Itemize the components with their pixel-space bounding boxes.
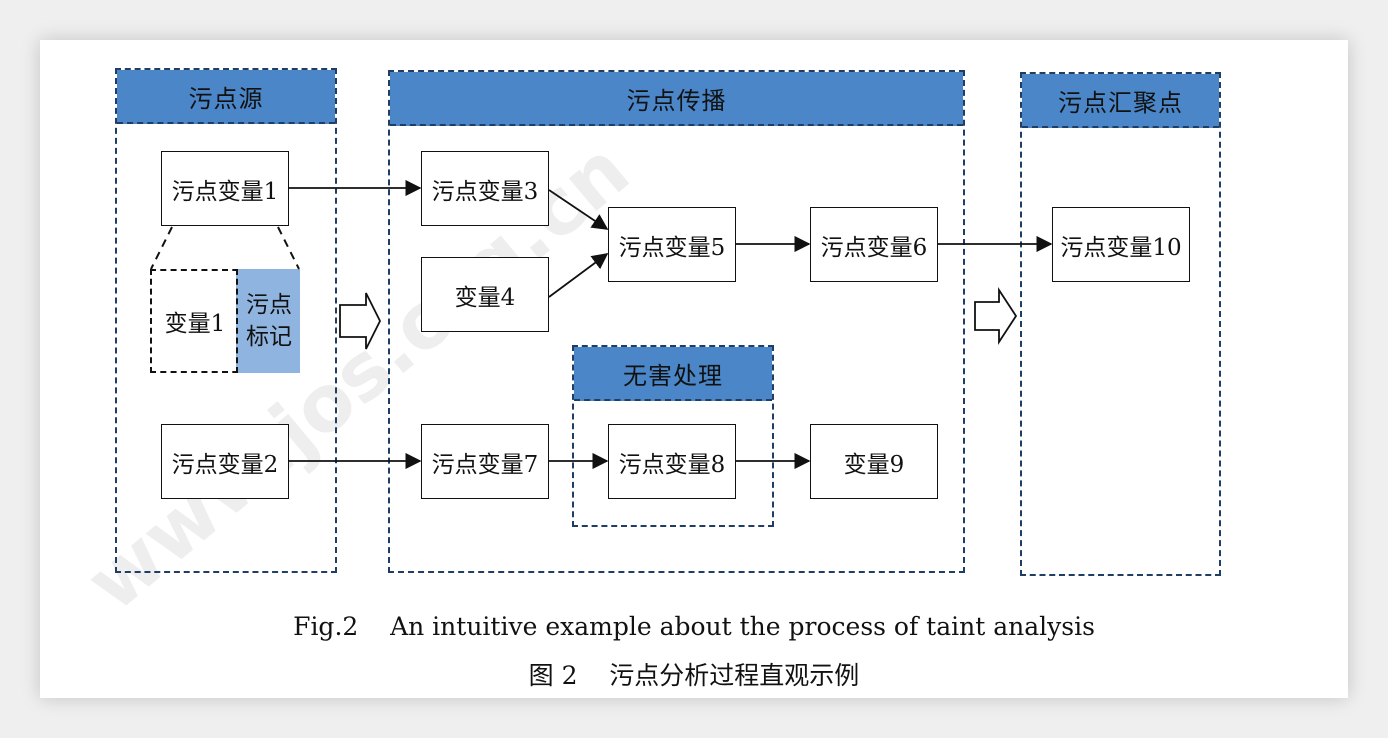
node-tainted-var-1: 污点变量1: [161, 151, 289, 226]
taint-propagation-region: 污点传播: [388, 70, 965, 573]
node-var-9: 变量9: [810, 424, 938, 499]
stage-arrow-1: [339, 292, 382, 350]
node-tainted-var-8: 污点变量8: [608, 424, 736, 499]
node-tainted-var-10: 污点变量10: [1052, 207, 1190, 282]
node-var-4: 变量4: [421, 257, 549, 332]
caption-english: Fig.2 An intuitive example about the pro…: [293, 612, 1095, 641]
taint-mark-cell: 污点标记: [236, 269, 300, 373]
caption-chinese: 图 2 污点分析过程直观示例: [528, 661, 860, 690]
stage-arrow-2: [974, 286, 1018, 346]
node-tainted-var-6: 污点变量6: [810, 207, 938, 282]
sanitize-header: 无害处理: [574, 347, 772, 401]
taint-source-region: 污点源: [115, 68, 337, 573]
node-tainted-var-3: 污点变量3: [421, 151, 549, 226]
taint-source-header: 污点源: [117, 70, 335, 124]
variable-detail-box: 变量1 污点标记: [150, 269, 300, 373]
taint-sink-region: 污点汇聚点: [1020, 72, 1221, 576]
taint-propagation-header: 污点传播: [390, 72, 963, 126]
figure-card: www.jos.org.cn 污点源 污点传播 污点汇聚点 无害处理 污点变量1…: [40, 40, 1348, 698]
detail-var-label: 变量1: [164, 311, 226, 337]
node-tainted-var-7: 污点变量7: [421, 424, 549, 499]
node-tainted-var-2: 污点变量2: [161, 424, 289, 499]
taint-mark-label: 污点标记: [246, 292, 292, 350]
node-tainted-var-5: 污点变量5: [608, 207, 736, 282]
sanitize-region: 无害处理: [572, 345, 774, 527]
taint-sink-header: 污点汇聚点: [1022, 74, 1219, 128]
